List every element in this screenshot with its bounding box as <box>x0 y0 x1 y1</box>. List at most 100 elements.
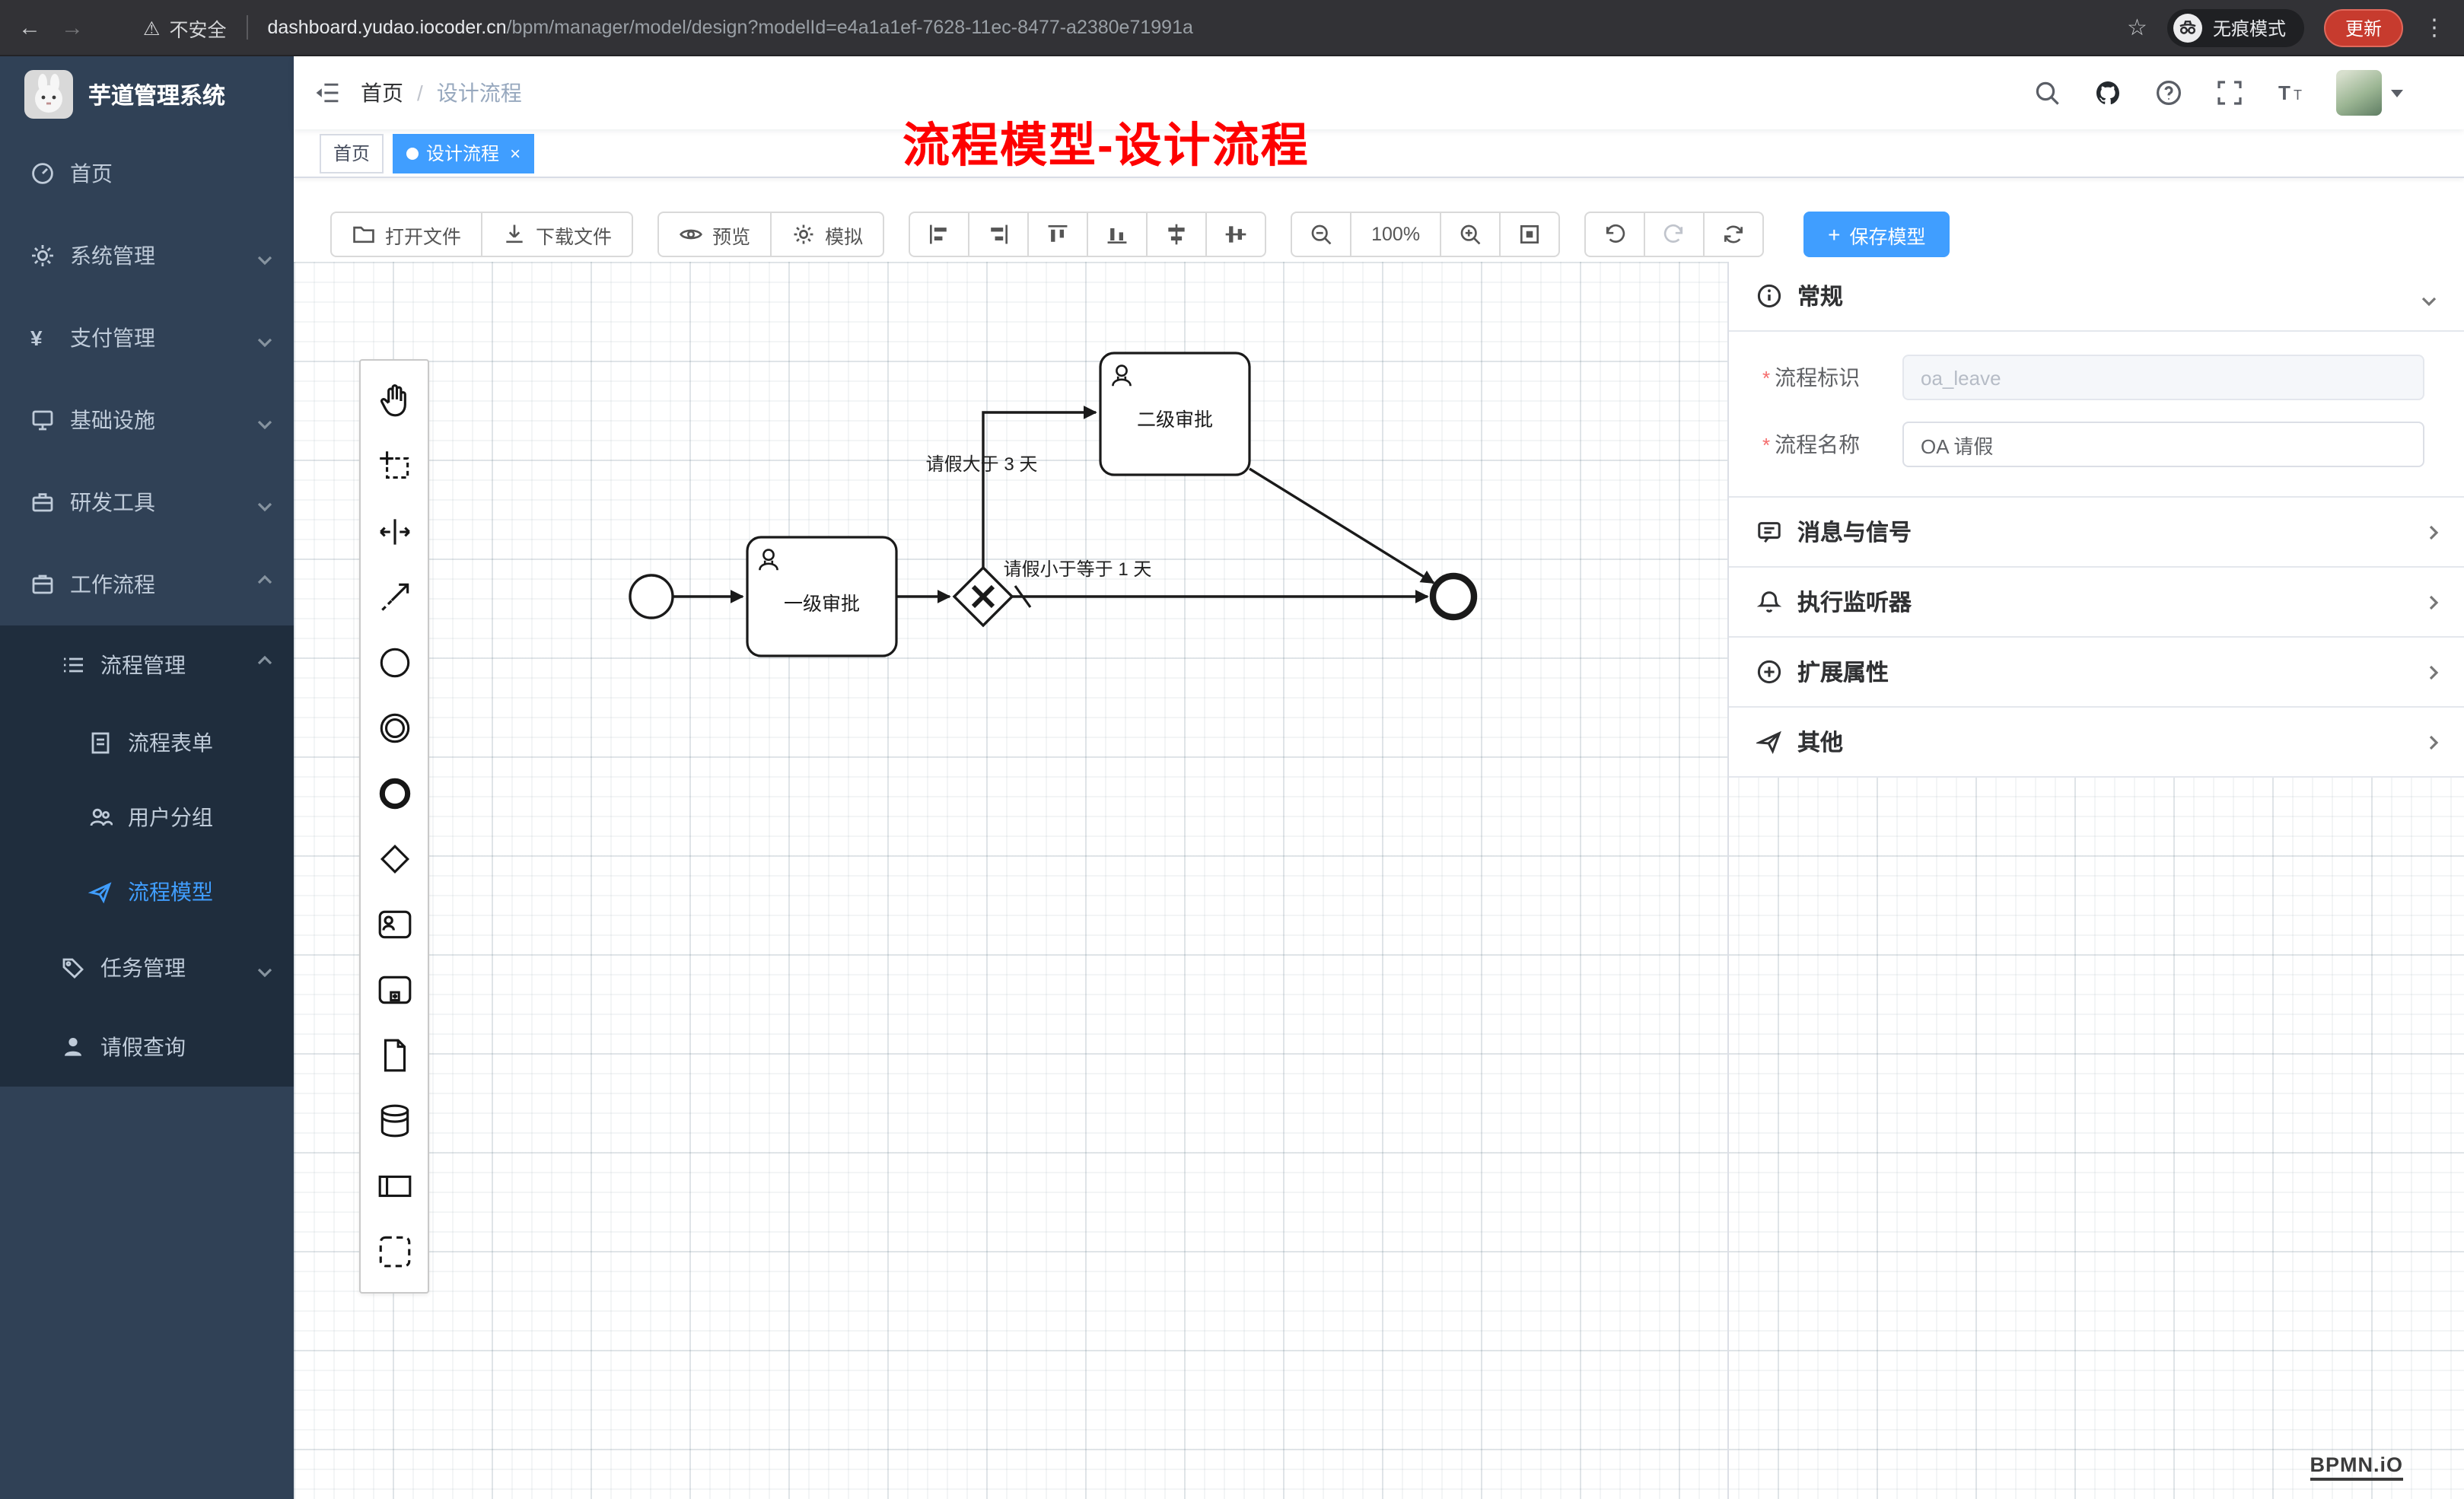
field-process-name: * 流程名称 <box>1762 422 2424 467</box>
sidebar-item-workflow[interactable]: 工作流程 <box>0 543 294 625</box>
palette-call-activity[interactable] <box>361 957 428 1023</box>
fullscreen-icon[interactable] <box>2214 78 2245 108</box>
browser-update-button[interactable]: 更新 <box>2323 8 2403 46</box>
tab-home[interactable]: 首页 <box>320 133 384 173</box>
download-file-button[interactable]: 下载文件 <box>481 212 634 257</box>
align-bottom-button[interactable] <box>1087 212 1148 257</box>
align-left-button[interactable] <box>909 212 970 257</box>
align-right-button[interactable] <box>968 212 1030 257</box>
gear-icon <box>30 243 55 268</box>
palette-intermediate-event[interactable] <box>361 695 428 761</box>
app-logo[interactable]: 芋道管理系统 <box>0 56 294 132</box>
palette-user-task[interactable] <box>361 892 428 957</box>
sidebar-item-label: 请假查询 <box>100 1035 186 1059</box>
palette-lasso-tool[interactable] <box>361 434 428 499</box>
browser-forward-icon[interactable]: → <box>61 14 84 40</box>
save-model-button[interactable]: + 保存模型 <box>1803 212 1950 257</box>
security-indicator[interactable]: ⚠ 不安全 <box>143 13 226 42</box>
align-center-vertical-button[interactable] <box>1205 212 1267 257</box>
browser-chrome: ← → ⚠ 不安全 dashboard.yudao.iocoder.cn/bpm… <box>0 0 2464 56</box>
sidebar-item-process-model[interactable]: 流程模型 <box>0 854 294 928</box>
sidebar-item-devtools[interactable]: 研发工具 <box>0 461 294 543</box>
bpmn-diagram: 一级审批 二级审批 <box>629 352 1478 657</box>
section-extended-attributes[interactable]: 扩展属性 <box>1729 638 2464 708</box>
bell-icon <box>1756 589 1782 615</box>
call-activity-icon <box>377 975 411 1004</box>
palette-global-connect-tool[interactable] <box>361 565 428 630</box>
palette-task[interactable] <box>361 1023 428 1088</box>
github-icon[interactable] <box>2093 78 2123 108</box>
zoom-out-button[interactable] <box>1291 212 1352 257</box>
sidebar-item-task-management[interactable]: 任务管理 <box>0 928 294 1007</box>
sidebar-item-home[interactable]: 首页 <box>0 132 294 215</box>
divider <box>246 15 248 40</box>
tab-design-process[interactable]: 设计流程 × <box>393 133 535 173</box>
app-title: 芋道管理系统 <box>88 83 226 109</box>
zoom-reset-button[interactable] <box>1499 212 1561 257</box>
palette-exclusive-gateway[interactable] <box>361 826 428 892</box>
zoom-level[interactable]: 100% <box>1350 212 1442 257</box>
sidebar-item-infrastructure[interactable]: 基础设施 <box>0 379 294 461</box>
breadcrumb-home[interactable]: 首页 <box>361 81 403 105</box>
align-top-button[interactable] <box>1027 212 1089 257</box>
bpmn-io-watermark[interactable]: BPMN.iO <box>2310 1453 2403 1481</box>
simulate-button[interactable]: 模拟 <box>770 212 885 257</box>
search-icon[interactable] <box>2032 78 2062 108</box>
chevron-right-icon <box>2421 524 2439 539</box>
bpmn-exclusive-gateway[interactable] <box>952 565 1014 628</box>
palette-group[interactable] <box>361 1219 428 1284</box>
user-menu[interactable] <box>2336 70 2403 116</box>
palette-end-event[interactable] <box>361 761 428 826</box>
browser-menu-icon[interactable]: ⋮ <box>2423 15 2446 41</box>
open-file-button[interactable]: 打开文件 <box>330 212 483 257</box>
sidebar-item-system[interactable]: 系统管理 <box>0 215 294 297</box>
tags-view: 首页 设计流程 × <box>294 129 2464 178</box>
flow-task2-to-end[interactable] <box>1249 467 1435 584</box>
zoom-in-button[interactable] <box>1440 212 1501 257</box>
bpmn-end-event[interactable] <box>1429 572 1478 621</box>
sidebar-item-payment[interactable]: ¥ 支付管理 <box>0 297 294 379</box>
bpmn-start-event[interactable] <box>629 574 674 619</box>
bpmn-task-first-approval[interactable]: 一级审批 <box>746 536 898 657</box>
url-host: dashboard.yudao.iocoder.cn <box>267 17 507 38</box>
file-icon <box>383 1039 406 1072</box>
sidebar-fold-icon[interactable] <box>294 56 361 129</box>
restart-button[interactable] <box>1703 212 1765 257</box>
section-other[interactable]: 其他 <box>1729 708 2464 778</box>
sequence-flows[interactable] <box>673 406 1435 608</box>
palette-space-tool[interactable] <box>361 499 428 565</box>
sidebar-item-label: 流程表单 <box>128 730 213 754</box>
address-bar[interactable]: dashboard.yudao.iocoder.cn/bpm/manager/m… <box>267 17 1192 38</box>
bookmark-star-icon[interactable]: ☆ <box>2127 14 2147 40</box>
chevron-down-icon <box>257 330 272 348</box>
help-icon[interactable] <box>2154 78 2184 108</box>
sidebar-item-label: 支付管理 <box>70 326 155 350</box>
sidebar-item-user-group[interactable]: 用户分组 <box>0 779 294 854</box>
sidebar-item-label: 流程管理 <box>100 653 186 677</box>
section-message-signal[interactable]: 消息与信号 <box>1729 498 2464 568</box>
sidebar-item-process-form[interactable]: 流程表单 <box>0 705 294 779</box>
process-name-input[interactable] <box>1902 422 2424 467</box>
bpmn-canvas[interactable]: 一级审批 二级审批 <box>294 262 2464 1499</box>
redo-button[interactable] <box>1644 212 1705 257</box>
palette-data-store[interactable] <box>361 1088 428 1154</box>
svg-text:T: T <box>2294 88 2302 103</box>
align-center-horizontal-button[interactable] <box>1146 212 1208 257</box>
sidebar-item-process-management[interactable]: 流程管理 <box>0 625 294 705</box>
flow-gateway-to-task2[interactable] <box>982 406 1097 568</box>
tab-close-icon[interactable]: × <box>510 142 521 164</box>
section-execution-listener[interactable]: 执行监听器 <box>1729 568 2464 638</box>
section-general[interactable]: 常规 <box>1729 262 2464 332</box>
browser-back-icon[interactable]: ← <box>18 14 41 40</box>
sidebar-item-leave-query[interactable]: 请假查询 <box>0 1007 294 1087</box>
undo-button[interactable] <box>1584 212 1646 257</box>
data-store-icon <box>380 1104 409 1138</box>
palette-start-event[interactable] <box>361 630 428 695</box>
bpmn-task-second-approval[interactable]: 二级审批 <box>1099 352 1251 476</box>
preview-button[interactable]: 预览 <box>657 212 772 257</box>
palette-hand-tool[interactable] <box>361 368 428 434</box>
process-key-input[interactable] <box>1902 355 2424 400</box>
space-tool-icon <box>379 519 409 545</box>
palette-participant[interactable] <box>361 1154 428 1219</box>
